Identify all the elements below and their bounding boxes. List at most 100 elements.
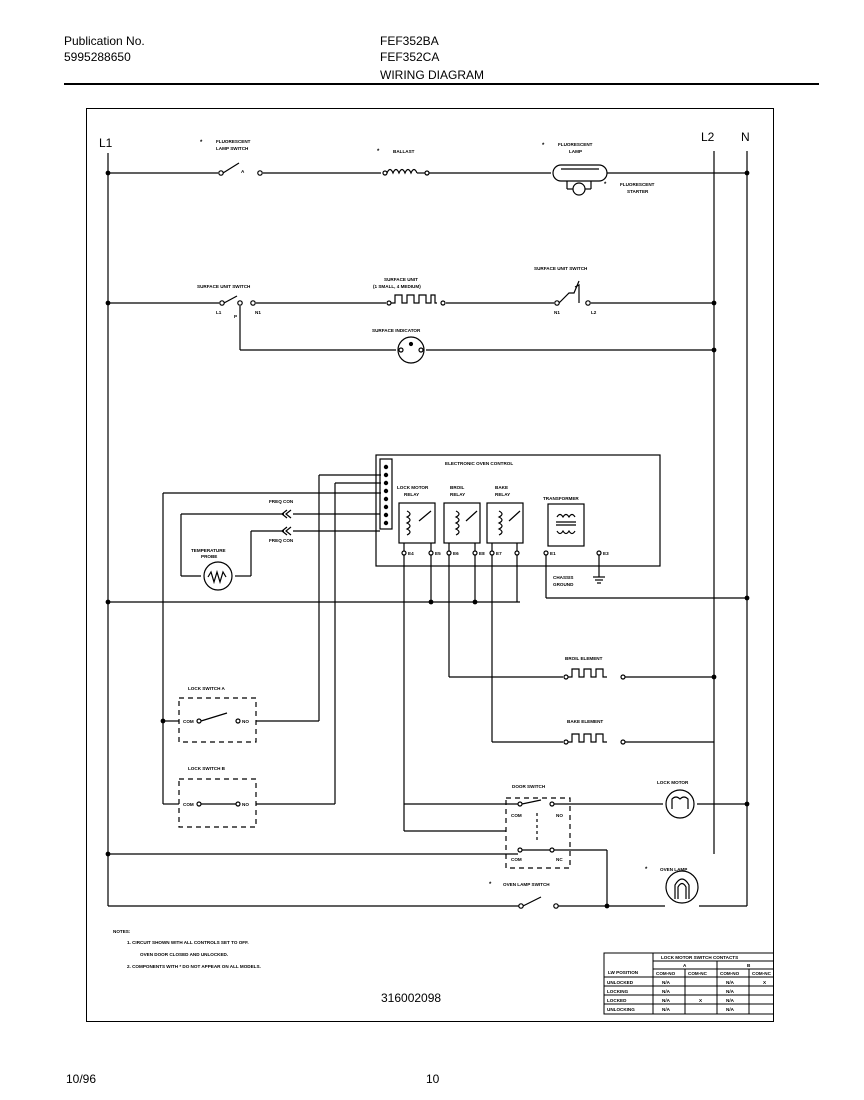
surface-unit-label-1: SURFACE UNIT [384, 277, 418, 282]
table-subheader: COM-NO [720, 971, 740, 976]
terminal-mark-e1: E1 [550, 551, 556, 556]
wiring-diagram: L1 L2 N * FLUORESCENT LAMP SWITCH A * BA… [99, 130, 782, 1015]
broil-element [449, 668, 714, 680]
publication-label: Publication No. [64, 34, 145, 48]
table-row-label: UNLOCKING [607, 1007, 635, 1012]
terminal-mark-e3: E3 [603, 551, 609, 556]
terminal-mark-l2: L2 [591, 310, 597, 315]
lock-switch-b-com: COM [183, 802, 194, 807]
model-number-2: FEF352CA [380, 50, 440, 64]
lock-switch-a-no: NO [242, 719, 249, 724]
chassis-ground [593, 555, 605, 584]
broil-relay-label-2: RELAY [450, 492, 465, 497]
page-title: WIRING DIAGRAM [380, 68, 484, 82]
table-position-label: LW POSITION [608, 970, 639, 975]
fluorescent-starter-label-2: STARTER [627, 189, 649, 194]
asterisk-marker: * [645, 867, 648, 873]
surface-unit-element [386, 294, 446, 306]
table-cell: X [699, 998, 703, 1003]
terminal-mark-p: P [234, 314, 237, 319]
broil-relay-label-1: BROIL [450, 485, 464, 490]
table-row-label: LOCKING [607, 989, 629, 994]
asterisk-marker: * [377, 149, 380, 155]
ballast-label: BALLAST [393, 149, 415, 154]
table-cell: N/A [726, 989, 735, 994]
table-cell: N/A [662, 1007, 671, 1012]
table-subheader: COM-NO [656, 971, 676, 976]
fluorescent-lamp-label-1: FLUORESCENT [558, 142, 593, 147]
footer-page-number: 10 [426, 1072, 440, 1086]
table-cell: N/A [662, 998, 671, 1003]
lock-motor-relay-label-2: RELAY [404, 492, 419, 497]
notes-heading: NOTES: [113, 929, 131, 934]
freq-con-label-2: FREQ CON [269, 538, 294, 543]
lock-motor [665, 789, 695, 819]
asterisk-marker: * [604, 182, 607, 188]
header-rule [64, 83, 819, 85]
lock-motor-relay-label-1: LOCK MOTOR [397, 485, 429, 490]
lock-motor-relay [398, 502, 436, 553]
eoc-label: ELECTRONIC OVEN CONTROL [445, 461, 513, 466]
eoc-interconnect-wires [108, 474, 747, 831]
table-cell: X [763, 980, 767, 985]
table-cell: N/A [726, 998, 735, 1003]
oven-lamp [665, 870, 699, 904]
terminal-mark-e5: E5 [435, 551, 441, 556]
freq-con-label-1: FREQ CON [269, 499, 294, 504]
table-cell: N/A [662, 989, 671, 994]
junction-dots [105, 170, 750, 909]
surface-indicator-label: SURFACE INDICATOR [372, 328, 421, 333]
fluorescent-lamp-switch-label-1: FLUORESCENT [216, 139, 251, 144]
asterisk-marker: * [200, 140, 203, 146]
surface-unit-switch-right [554, 280, 591, 306]
broil-relay [443, 502, 481, 553]
notes-line-2: OVEN DOOR CLOSED AND UNLOCKED. [140, 952, 228, 957]
lock-switch-a [178, 697, 257, 743]
table-col-a: A [683, 963, 687, 968]
notes-line-1: 1. CIRCUIT SHOWN WITH ALL CONTROLS SET T… [127, 940, 249, 945]
chassis-ground-label-1: CHASSIS [553, 575, 573, 580]
ballast-coil [382, 168, 430, 176]
transformer [547, 503, 585, 547]
notes-line-3: 2. COMPONENTS WITH * DO NOT APPEAR ON AL… [127, 964, 261, 969]
bake-element [492, 733, 714, 745]
lock-switch-a-label: LOCK SWITCH A [188, 686, 226, 691]
temperature-probe [203, 561, 233, 591]
lock-motor-label: LOCK MOTOR [657, 780, 689, 785]
surface-unit-label-2: (1 SMALL, 4 MEDIUM) [373, 284, 421, 289]
table-row-label: UNLOCKED [607, 980, 634, 985]
door-switch-label: DOOR SWITCH [512, 784, 546, 789]
door-switch-nc: NC [556, 857, 563, 862]
terminal-mark-e8: E8 [479, 551, 485, 556]
fluorescent-lamp-switch-label-2: LAMP SWITCH [216, 146, 249, 151]
table-subheader: COM-NC [688, 971, 708, 976]
door-switch-no: NO [556, 813, 563, 818]
lock-switch-b-no: NO [242, 802, 249, 807]
publication-number: 5995288650 [64, 50, 131, 64]
lock-motor-contacts-table [603, 952, 782, 1015]
fluorescent-starter [566, 181, 592, 196]
terminal-mark-n1: N1 [554, 310, 560, 315]
lock-switch-b [178, 778, 257, 828]
asterisk-marker: * [489, 882, 492, 888]
bake-element-label: BAKE ELEMENT [567, 719, 603, 724]
diagram-frame: L1 L2 N * FLUORESCENT LAMP SWITCH A * BA… [86, 108, 782, 1022]
terminal-mark-e7: E7 [496, 551, 502, 556]
surface-unit-switch-left-label: SURFACE UNIT SWITCH [197, 284, 251, 289]
terminal-n: N [741, 130, 750, 144]
transformer-label: TRANSFORMER [543, 496, 579, 501]
table-cell: N/A [726, 980, 735, 985]
temperature-probe-label-1: TEMPERATURE [191, 548, 226, 553]
terminal-mark-a: A [241, 169, 245, 174]
terminal-l2: L2 [701, 130, 715, 144]
model-number-1: FEF352BA [380, 34, 439, 48]
door-switch-wiring [108, 803, 747, 907]
terminal-mark-n1: N1 [255, 310, 261, 315]
table-col-b: B [747, 963, 751, 968]
terminal-mark-l1: L1 [216, 310, 222, 315]
bake-relay-label-2: RELAY [495, 492, 510, 497]
oven-lamp-switch-label: OVEN LAMP SWITCH [503, 882, 550, 887]
terminal-mark-e6: E6 [453, 551, 459, 556]
table-cell: N/A [726, 1007, 735, 1012]
surface-unit-switch-right-label: SURFACE UNIT SWITCH [534, 266, 588, 271]
